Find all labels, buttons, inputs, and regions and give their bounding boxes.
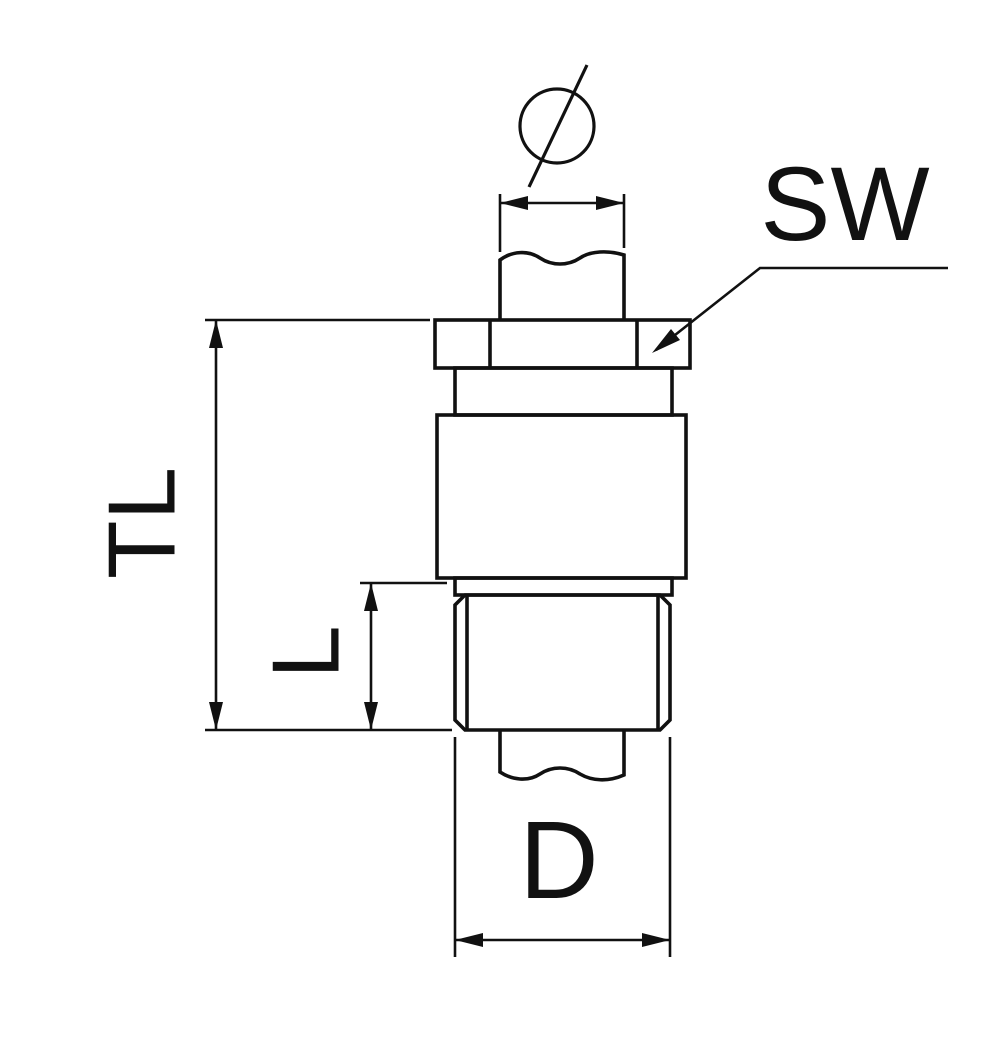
dim-thread-length: L: [253, 581, 447, 730]
arrowhead-up: [364, 583, 378, 611]
body: [435, 413, 688, 580]
neck: [453, 366, 674, 417]
dim-body-diameter: D: [453, 737, 672, 957]
leader-line: [655, 266, 948, 352]
dim-cable-diameter: [498, 64, 626, 252]
arrowhead-down: [209, 702, 223, 730]
thread-section: [453, 593, 672, 732]
arrowhead-left: [455, 933, 483, 947]
arrowhead-right: [642, 933, 670, 947]
wrench-size-label: SW: [760, 146, 929, 263]
callout-wrench-size: SW: [652, 146, 948, 353]
total-length-label: TL: [89, 467, 196, 579]
arrowhead-right: [596, 196, 624, 210]
arrowhead-up: [209, 320, 223, 348]
leader-arrowhead: [652, 329, 680, 353]
step: [453, 576, 674, 597]
diameter-symbol: [518, 64, 596, 188]
diameter-symbol-circle: [518, 87, 596, 165]
dim-total-length: TL: [89, 318, 452, 732]
hex-head: [433, 318, 692, 370]
gland-part: [433, 250, 692, 782]
body-diameter-label: D: [519, 799, 598, 922]
arrowhead-left: [500, 196, 528, 210]
cable-stub-top: [498, 250, 626, 320]
thread-length-label: L: [253, 625, 360, 678]
arrowhead-down: [364, 702, 378, 730]
diameter-symbol-slash: [527, 64, 589, 188]
cable-stub-bottom: [498, 730, 626, 782]
